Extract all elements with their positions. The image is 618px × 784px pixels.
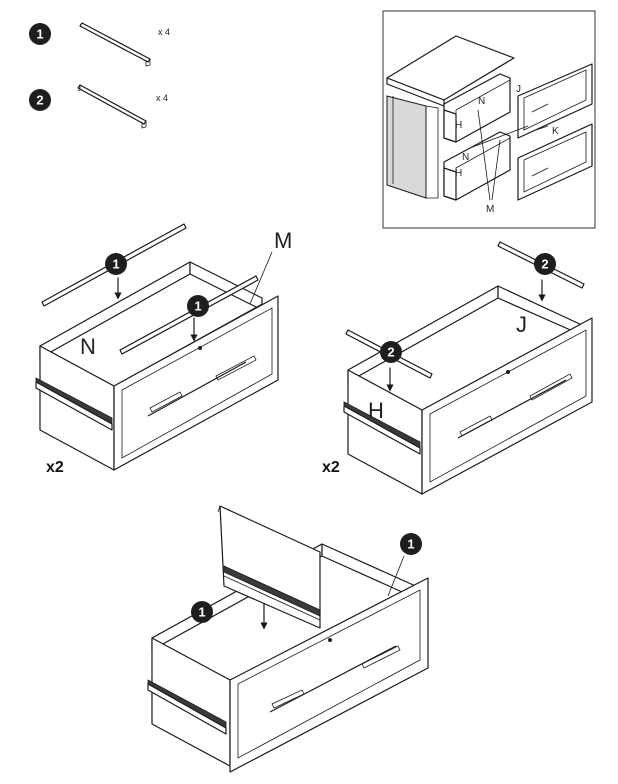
overview-panel: N J H K N H M (382, 10, 596, 229)
right-badge-b: 2 (380, 341, 402, 363)
overview-label-m: M (486, 204, 494, 215)
svg-text:2: 2 (387, 345, 394, 360)
bottom-badge-b: 1 (400, 533, 422, 555)
left-multiplier: x2 (46, 459, 64, 476)
svg-text:1: 1 (198, 605, 205, 620)
svg-text:1: 1 (194, 299, 201, 314)
right-side-label: H (368, 398, 384, 423)
left-badge-b: 1 (187, 295, 209, 317)
part-2-rail (77, 84, 147, 129)
svg-text:2: 2 (541, 257, 548, 272)
part-2-row: 2 x 4 (29, 84, 168, 129)
overview-label-n: N (478, 96, 485, 107)
bottom-badge-a: 1 (191, 601, 213, 623)
part-1-row: 1 x 4 (29, 22, 170, 67)
part-1-badge: 1 (29, 23, 51, 45)
step-left-drawer: N M x2 (35, 223, 292, 476)
svg-text:1: 1 (407, 537, 414, 552)
right-back-label: J (516, 312, 527, 337)
step-bottom-drawer (147, 505, 429, 773)
left-callout-label: M (274, 228, 292, 253)
svg-text:1: 1 (112, 257, 119, 272)
left-badge-a: 1 (105, 253, 127, 275)
part-1-rail (79, 22, 151, 67)
right-badge-a: 2 (534, 253, 556, 275)
left-panel-label: N (80, 334, 96, 359)
right-multiplier: x2 (322, 459, 340, 476)
overview-label-h: H (455, 120, 462, 131)
part-2-qty: x 4 (156, 93, 168, 103)
part-2-badge: 2 (29, 89, 51, 111)
svg-text:1: 1 (36, 27, 43, 42)
overview-label-h2: H (455, 168, 462, 179)
overview-label-n2: N (462, 152, 469, 163)
step-right-drawer: J H x2 (322, 241, 593, 495)
part-1-qty: x 4 (158, 27, 170, 37)
svg-text:2: 2 (36, 93, 43, 108)
overview-label-j: J (516, 84, 521, 95)
overview-label-k: K (552, 126, 559, 137)
